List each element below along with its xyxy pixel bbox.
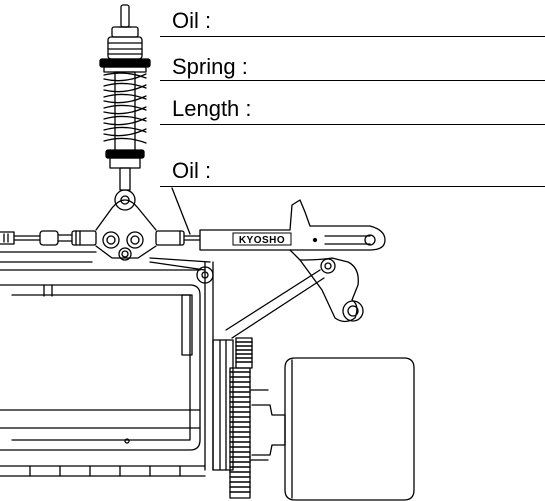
spur-gear [212,337,286,499]
brand-decal [232,232,292,246]
oil-label-bottom: Oil : [172,158,212,183]
rear-tire [284,357,415,501]
motor [0,284,206,477]
length-label: Length : [172,96,252,121]
shock-absorber [99,4,151,211]
oil-write-line-bottom [160,186,545,187]
spring-label: Spring : [172,54,248,79]
spring-write-line [160,80,545,81]
oil-write-line-top [160,36,545,37]
oil-label-top: Oil : [172,8,212,33]
brand-decal-text: KYOSHO [239,235,285,246]
gear-teeth [229,341,253,493]
length-write-line [160,124,545,125]
suspension-arm [0,187,386,339]
